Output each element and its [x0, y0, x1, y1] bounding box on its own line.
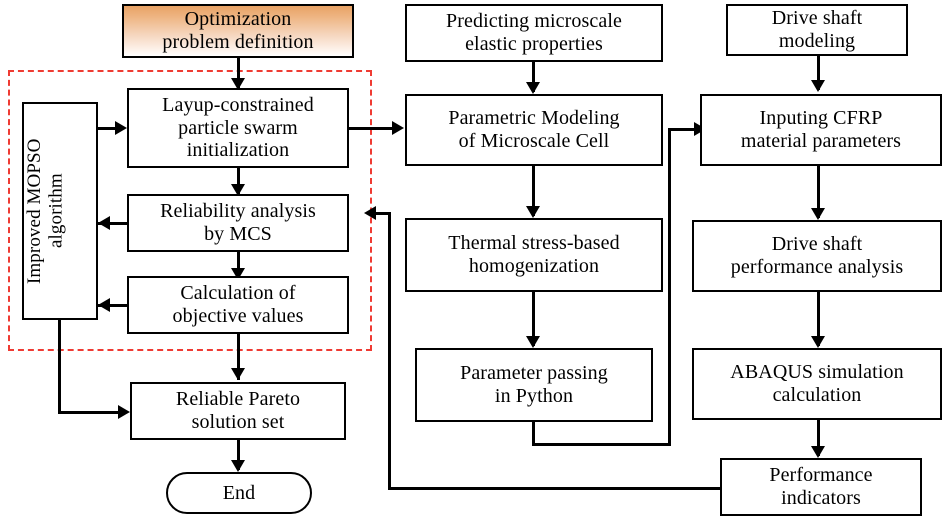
arrowhead-cfrp-to-performance-analysis — [811, 208, 825, 220]
connector-objective-to-mopso — [98, 304, 128, 307]
connector-init-to-reliability — [237, 168, 240, 194]
connector-indicators-to-left-feedback — [388, 487, 721, 490]
arrowhead-mopso-to-init — [115, 121, 127, 135]
arrowhead-mopso-to-pareto — [118, 405, 130, 419]
connector-mopso-to-init — [98, 127, 116, 130]
connector-driveshaft-to-cfrp — [817, 56, 820, 90]
connector-feedback-into-loop — [372, 212, 390, 215]
arrowhead-driveshaft-to-cfrp — [811, 80, 825, 92]
connector-pareto-to-end — [237, 440, 240, 470]
connector-cfrp-to-performance-analysis — [817, 166, 820, 218]
connector-right-rail-to-cfrp — [668, 128, 698, 131]
connector-init-to-parametric — [349, 127, 394, 130]
node-end[interactable]: End — [166, 472, 312, 514]
connector-python-to-right-rail — [532, 443, 670, 446]
arrowhead-thermal-to-python — [526, 336, 540, 348]
connector-mopso-bottom-vertical — [58, 320, 61, 413]
arrowhead-feedback-into-loop — [364, 206, 376, 220]
connector-performance-analysis-to-abaqus — [817, 292, 820, 346]
connector-start-to-init — [237, 58, 240, 90]
arrowhead-start-to-init — [231, 78, 245, 90]
connector-feedback-vertical — [388, 212, 391, 489]
connector-right-rail-vertical — [668, 128, 671, 446]
connector-python-bottom-vertical — [532, 422, 535, 446]
connector-objective-to-pareto — [237, 334, 240, 380]
connector-thermal-to-python — [532, 292, 535, 346]
arrowhead-pareto-to-end — [231, 460, 245, 472]
arrowhead-predict-to-parametric — [526, 82, 540, 94]
connector-predict-to-parametric — [532, 62, 535, 92]
arrowhead-init-to-parametric — [392, 121, 404, 135]
arrowhead-reliability-to-mopso — [98, 216, 110, 230]
arrowhead-objective-to-mopso — [98, 298, 110, 312]
arrowhead-abaqus-to-indicators — [811, 446, 825, 458]
node-label: End — [222, 481, 256, 504]
connector-mopso-to-pareto-horizontal — [58, 411, 120, 414]
arrowhead-performance-analysis-to-abaqus — [811, 336, 825, 348]
connector-reliability-to-objective — [237, 252, 240, 276]
connector-abaqus-to-indicators — [817, 420, 820, 456]
arrowhead-parametric-to-thermal — [526, 206, 540, 218]
connector-reliability-to-mopso — [98, 222, 128, 225]
connector-parametric-to-thermal — [532, 166, 535, 216]
arrowhead-objective-to-pareto — [231, 368, 245, 380]
arrowhead-init-to-reliability — [231, 184, 245, 196]
